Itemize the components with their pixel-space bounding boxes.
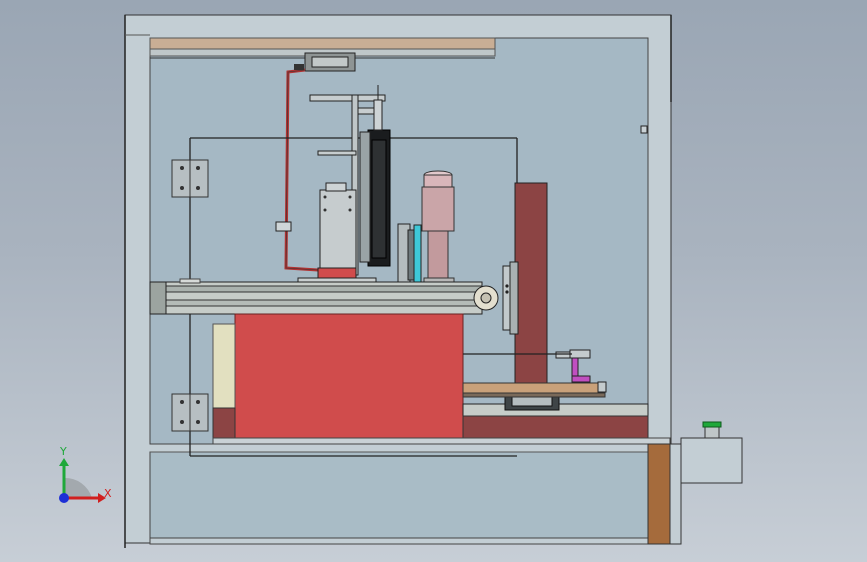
- x-axis-label: X: [104, 487, 112, 500]
- red-block[interactable]: [212, 313, 464, 439]
- wood-post: [647, 443, 671, 545]
- cream-block: [212, 323, 236, 409]
- cable-connector: [294, 64, 304, 70]
- cabinet-frame[interactable]: [124, 14, 682, 548]
- top-beam[interactable]: [149, 37, 496, 72]
- cable-clip: [275, 221, 292, 232]
- push-button-icon[interactable]: [702, 421, 722, 428]
- control-box[interactable]: [680, 421, 743, 484]
- cyan-plate: [413, 224, 422, 286]
- vertical-actuator[interactable]: [309, 85, 391, 276]
- hinge-icon[interactable]: [171, 159, 209, 198]
- side-bracket[interactable]: [397, 223, 422, 286]
- hinge-icon[interactable]: [171, 393, 209, 432]
- sensor-bracket[interactable]: [463, 349, 607, 393]
- coordinate-triad-icon: X Y: [59, 445, 112, 503]
- wall-clip: [640, 125, 648, 134]
- vertical-plate[interactable]: [502, 182, 548, 416]
- y-axis-label: Y: [59, 445, 67, 458]
- linear-rail[interactable]: [149, 278, 499, 315]
